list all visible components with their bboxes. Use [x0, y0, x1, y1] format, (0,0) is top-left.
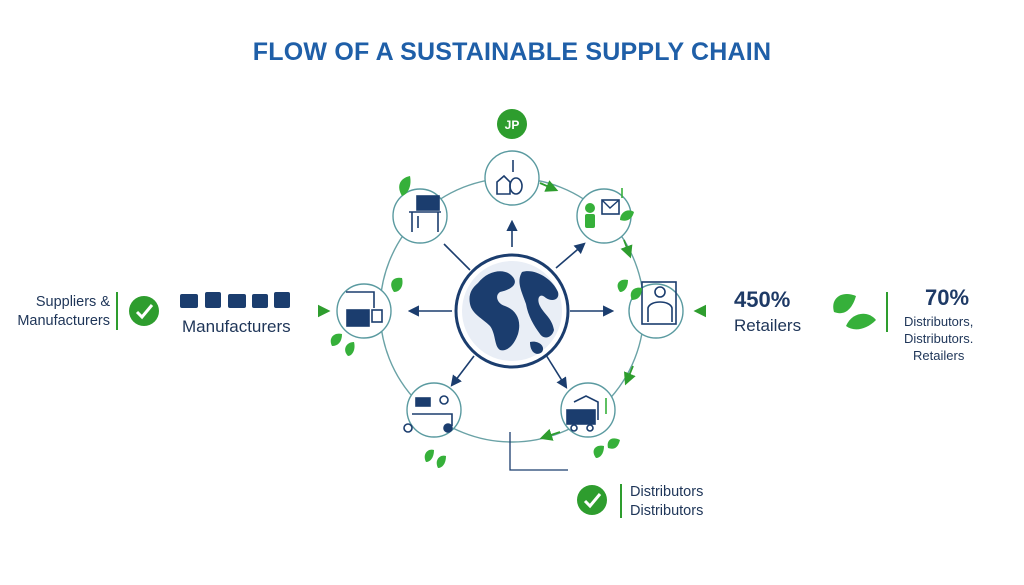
manufacturers-label: Manufacturers: [182, 317, 291, 336]
leaf-badge-right: [833, 293, 876, 330]
manufacturers-icons: [180, 292, 290, 308]
retailers-stat-value: 450%: [734, 287, 791, 312]
left-line1: Suppliers &: [35, 294, 110, 310]
left-line2: Manufacturers: [17, 313, 110, 329]
node-bottom-right[interactable]: [560, 382, 616, 438]
retailers-stat-label: Retailers: [734, 316, 802, 335]
globe-spokes: [407, 219, 615, 389]
factory-icon: [496, 160, 523, 195]
page-title: FLOW OF A SUSTAINABLE SUPPLY CHAIN: [252, 38, 772, 66]
node-left[interactable]: [336, 283, 392, 339]
worker-icon: [585, 188, 623, 228]
distributors-line2: Distributors: [630, 503, 704, 519]
warehouse-icon: [346, 291, 383, 327]
right-stat-line1: Distributors,: [904, 314, 974, 329]
distributors-divider: [620, 484, 622, 518]
distributors-connector: [509, 432, 568, 471]
distributors-label: Distributors Distributors: [630, 483, 703, 521]
distributors-line1: Distributors: [630, 484, 704, 500]
right-divider: [886, 292, 888, 332]
machine-icon: [403, 395, 453, 433]
left-divider: [116, 292, 118, 330]
retail-person-icon: [641, 281, 677, 325]
node-top[interactable]: [484, 150, 540, 206]
briefcase-icon: [409, 195, 441, 232]
leaf-icon: [330, 176, 642, 468]
node-bottom-left[interactable]: [403, 382, 462, 438]
node-top-left[interactable]: [392, 188, 448, 244]
check-icon-distributors: [577, 485, 607, 515]
top-badge: JP: [497, 109, 527, 139]
globe-icon: [454, 253, 570, 369]
top-badge-text: JP: [505, 118, 520, 132]
check-icon-left: [129, 296, 159, 326]
ring-flow-arrows: [317, 180, 707, 441]
right-stat-value: 70%: [925, 285, 970, 310]
suppliers-manufacturers-label: Suppliers & Manufacturers: [8, 293, 110, 331]
right-stat-lines: Distributors, Distributors. Retailers: [904, 313, 973, 364]
node-right[interactable]: [628, 281, 684, 339]
truck-icon: [566, 395, 607, 432]
right-stat-line2: Distributors.: [904, 331, 974, 346]
node-top-right[interactable]: [576, 188, 632, 244]
right-stat-line3: Retailers: [913, 348, 965, 363]
